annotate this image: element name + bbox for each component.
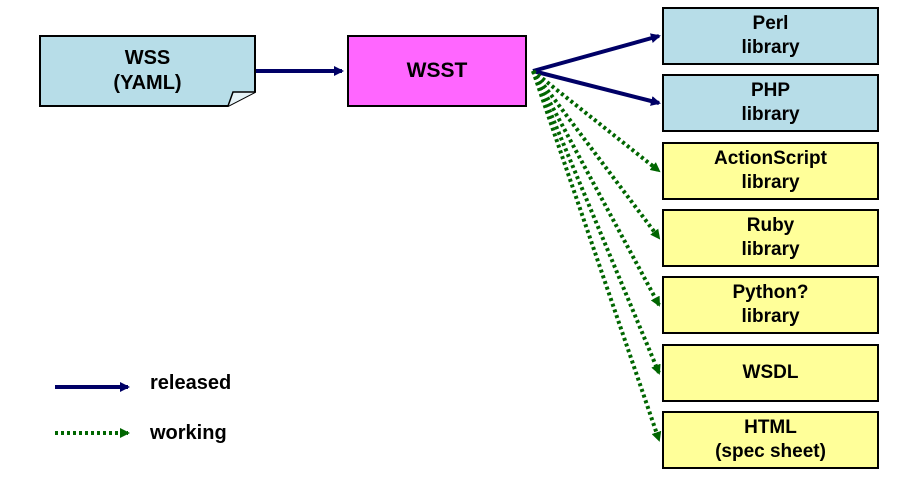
output-box-2 (662, 142, 879, 200)
output-box-6 (662, 411, 879, 469)
working-arrow-3 (531, 69, 661, 240)
wsst-box (347, 35, 527, 107)
legend-released-label: released (150, 372, 232, 394)
working-arrow-5 (531, 70, 661, 375)
working-arrow-4 (531, 70, 661, 307)
output-box-4 (662, 276, 879, 334)
working-arrow-6 (531, 70, 662, 442)
released-arrow-1 (532, 69, 661, 106)
working-arrow-2 (531, 69, 661, 173)
released-arrow-0 (532, 33, 661, 73)
output-box-1 (662, 74, 879, 132)
source-document-shape (39, 35, 256, 107)
output-box-0 (662, 7, 879, 65)
source-document-fold (227, 91, 255, 107)
legend-working-label: working (150, 422, 227, 444)
output-boxes (662, 7, 879, 469)
output-arrows (531, 33, 662, 442)
output-box-5 (662, 344, 879, 402)
output-box-3 (662, 209, 879, 267)
